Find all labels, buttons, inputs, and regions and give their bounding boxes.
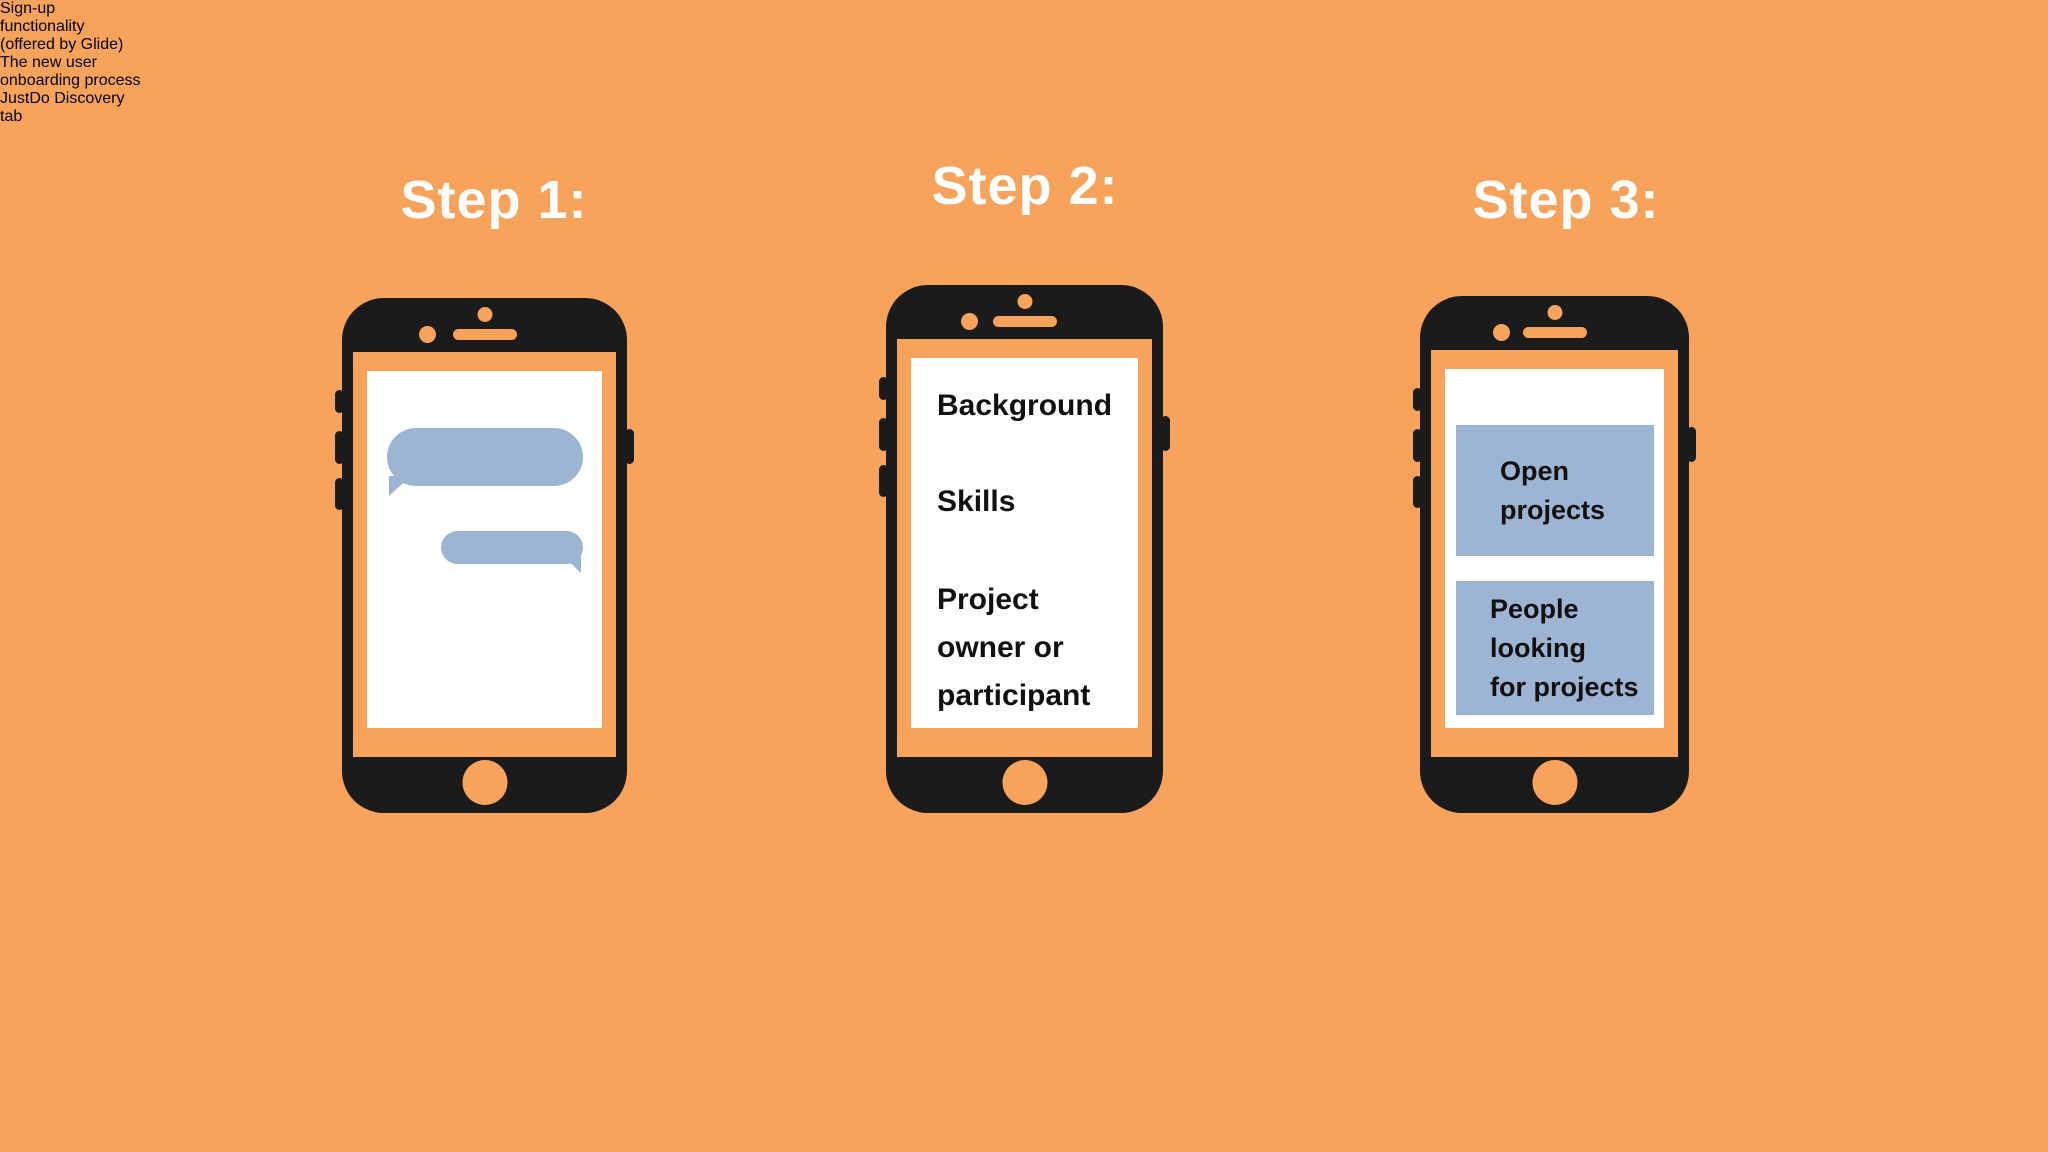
mute-switch-icon	[335, 390, 344, 413]
item-line: participant	[937, 679, 1091, 712]
bubble-tail-icon	[389, 476, 411, 496]
chat-bubble-received	[387, 428, 583, 496]
caption-line: JustDo Discovery	[0, 90, 125, 107]
volume-down-button-icon	[335, 478, 344, 510]
camera-dot-icon	[477, 307, 492, 322]
tile-line: Open	[1500, 455, 1570, 486]
item-line: owner or	[937, 631, 1064, 664]
power-button-icon	[1687, 427, 1696, 462]
home-button-icon	[1532, 760, 1577, 805]
step-1-title: Step 1:	[400, 170, 588, 230]
caption-line: tab	[0, 108, 23, 125]
tile-line: projects	[1500, 494, 1606, 525]
caption-line: functionality	[0, 18, 85, 35]
caption-line: (offered by Glide)	[0, 36, 124, 53]
item-line: Project	[937, 583, 1039, 616]
camera-dot-icon	[1547, 305, 1562, 320]
caption-line: Sign-up	[0, 0, 56, 17]
volume-up-button-icon	[879, 418, 888, 451]
phone-illustration-3: Open projects People looking for project…	[1413, 296, 1696, 813]
screen-bezel	[353, 352, 616, 757]
chat-bubble-sent	[441, 531, 583, 573]
tile-line: for projects	[1490, 671, 1639, 702]
sensor-dot-icon	[418, 326, 436, 343]
tile-line: People	[1490, 593, 1579, 624]
bubble-tail-icon	[563, 556, 581, 573]
mute-switch-icon	[879, 377, 888, 400]
volume-up-button-icon	[1413, 429, 1422, 462]
open-projects-tile: Open projects	[1456, 425, 1654, 556]
caption-line: The new user	[0, 54, 97, 71]
step-2-section: Step 2: Background Skills Project owner …	[0, 54, 2048, 813]
speaker-bar-icon	[992, 316, 1057, 327]
onboarding-item-skills: Skills	[937, 485, 1016, 518]
onboarding-item-background: Background	[937, 389, 1113, 422]
sensor-dot-icon	[1492, 324, 1510, 341]
speaker-bar-icon	[1522, 327, 1587, 338]
onboarding-item-role: Project owner or participant	[937, 576, 1122, 720]
power-button-icon	[1161, 416, 1170, 451]
volume-down-button-icon	[1413, 476, 1422, 508]
phone-2-screen: Background Skills Project owner or parti…	[911, 358, 1138, 728]
speaker-bar-icon	[452, 329, 517, 340]
mute-switch-icon	[1413, 388, 1422, 411]
step-3-title: Step 3:	[1472, 170, 1660, 230]
step-3-section: Step 3: Open projects People looking	[0, 90, 2048, 813]
screen-bezel: Open projects People looking for project…	[1431, 350, 1678, 757]
step-2-title: Step 2:	[931, 156, 1119, 216]
phone-illustration-1	[335, 298, 634, 813]
screen-bezel: Background Skills Project owner or parti…	[897, 339, 1152, 757]
volume-down-button-icon	[879, 465, 888, 497]
phone-1-screen	[367, 371, 602, 728]
sensor-dot-icon	[960, 313, 978, 330]
home-button-icon	[1002, 760, 1047, 805]
power-button-icon	[625, 429, 634, 464]
home-button-icon	[462, 760, 507, 805]
phone-3-screen: Open projects People looking for project…	[1445, 369, 1664, 728]
caption-line: onboarding process	[0, 72, 141, 89]
tile-line: looking	[1490, 632, 1586, 663]
people-looking-tile: People looking for projects	[1456, 581, 1654, 715]
volume-up-button-icon	[335, 431, 344, 464]
camera-dot-icon	[1017, 294, 1032, 309]
step-1-section: Step 1: Sign-up	[0, 0, 2048, 813]
phone-illustration-2: Background Skills Project owner or parti…	[879, 285, 1170, 813]
